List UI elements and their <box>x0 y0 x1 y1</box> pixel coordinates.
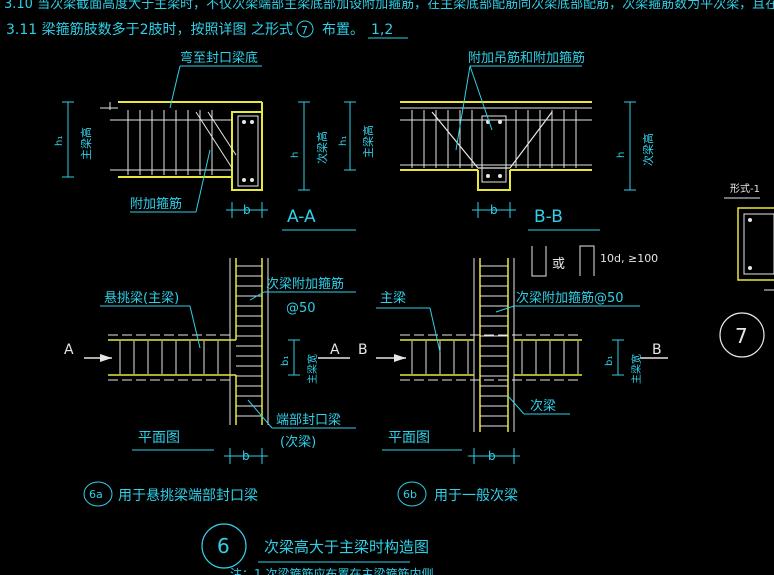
detail-6-title: 次梁高大于主梁时构造图 <box>264 538 429 556</box>
plan-6a: A A 悬挑梁(主梁) 次梁附加箍筋 @50 端部封口梁 (次梁) b₁ 主梁宽… <box>64 258 356 507</box>
b6-dim-b: b <box>488 449 496 463</box>
a6-cantilever-label: 悬挑梁(主梁) <box>104 291 179 306</box>
a6-spacing: @50 <box>286 301 316 316</box>
bottom-cut-text: 注：1.次梁箍筋应布置在主梁箍筋内侧。 <box>230 566 445 575</box>
a6-cut-right: A <box>330 342 340 358</box>
b6-beam-width: 主梁宽 <box>630 354 643 384</box>
a6-dim-b1: b₁ <box>280 356 291 366</box>
b6-caption: 用于一般次梁 <box>434 488 518 504</box>
a6-cut-left: A <box>64 342 74 358</box>
bb-or-label: 或 <box>552 257 565 272</box>
a6-dim-b: b <box>242 449 250 463</box>
b6-dim-b1: b₁ <box>604 356 615 366</box>
detail-7: 形式-1 7 <box>719 182 774 358</box>
detail-7-label: 形式-1 <box>730 182 760 195</box>
bb-width-dim: b <box>490 203 498 217</box>
aa-top-label: 弯至封口梁底 <box>180 50 258 66</box>
bb-top-label: 附加吊筋和附加箍筋 <box>468 50 585 66</box>
b6-plan-title: 平面图 <box>388 430 430 446</box>
note-311-circle: 7 <box>301 24 308 37</box>
aa-left-beam: 主梁高 <box>79 127 93 160</box>
a6-beam-width: 主梁宽 <box>306 354 319 384</box>
a6-end-label: 端部封口梁 <box>276 413 341 428</box>
note-311-suffix: 布置。 <box>322 22 364 38</box>
section-aa: 弯至封口梁底 附加箍筋 h₁ 主梁高 h 次梁高 b A-A <box>54 50 356 231</box>
detail-6-caption: 6 次梁高大于主梁时构造图 <box>201 523 429 569</box>
a6-end-label2: (次梁) <box>280 434 316 450</box>
a6-caption: 用于悬挑梁端部封口梁 <box>118 488 258 504</box>
section-bb: 附加吊筋和附加箍筋 h₁ 主梁高 h 次梁高 b B-B 或 10d, ≥100 <box>338 50 658 277</box>
note-311: 3.11 梁箍筋肢数多于2肢时，按照详图 之形式 <box>6 21 293 38</box>
b6-cut-left: B <box>358 342 368 358</box>
b6-extra-stirrup: 次梁附加箍筋@50 <box>516 290 624 306</box>
aa-right-beam: 次梁高 <box>315 131 329 164</box>
detail-7-num: 7 <box>735 324 748 348</box>
bb-hook-note: 10d, ≥100 <box>600 252 658 265</box>
bb-right-dim: h <box>616 152 627 158</box>
aa-title: A-A <box>287 207 316 227</box>
bb-left-dim: h₁ <box>338 136 349 146</box>
b6-caption-num: 6b <box>403 488 417 501</box>
a6-extra-stirrup: 次梁附加箍筋 <box>266 276 344 292</box>
b6-sec-label: 次梁 <box>530 398 556 414</box>
b6-cut-right: B <box>652 342 662 358</box>
aa-left-dim: h₁ <box>54 136 65 146</box>
aa-bottom-label: 附加箍筋 <box>130 196 182 212</box>
aa-right-dim: h <box>290 152 301 158</box>
a6-caption-num: 6a <box>89 488 103 501</box>
bb-left-beam: 主梁高 <box>361 125 375 158</box>
a6-plan-title: 平面图 <box>138 430 180 446</box>
bb-title: B-B <box>534 207 563 227</box>
plan-6b: B B 主梁 次梁附加箍筋@50 次梁 b₁ 主梁宽 b 平面图 6b 用于一般… <box>358 258 668 507</box>
b6-main-label: 主梁 <box>380 291 406 306</box>
aa-width-dim: b <box>243 203 251 217</box>
bb-right-beam: 次梁高 <box>641 133 655 166</box>
note-311-value: 1,2 <box>371 22 393 38</box>
detail-6-num: 6 <box>217 534 230 558</box>
circle-7-ref-icon <box>296 20 314 38</box>
top-cut-text: 3.10 当次梁截面高度大于主梁时，不仅次梁端部主梁底部加设附加箍筋，在主梁底部… <box>4 0 774 12</box>
